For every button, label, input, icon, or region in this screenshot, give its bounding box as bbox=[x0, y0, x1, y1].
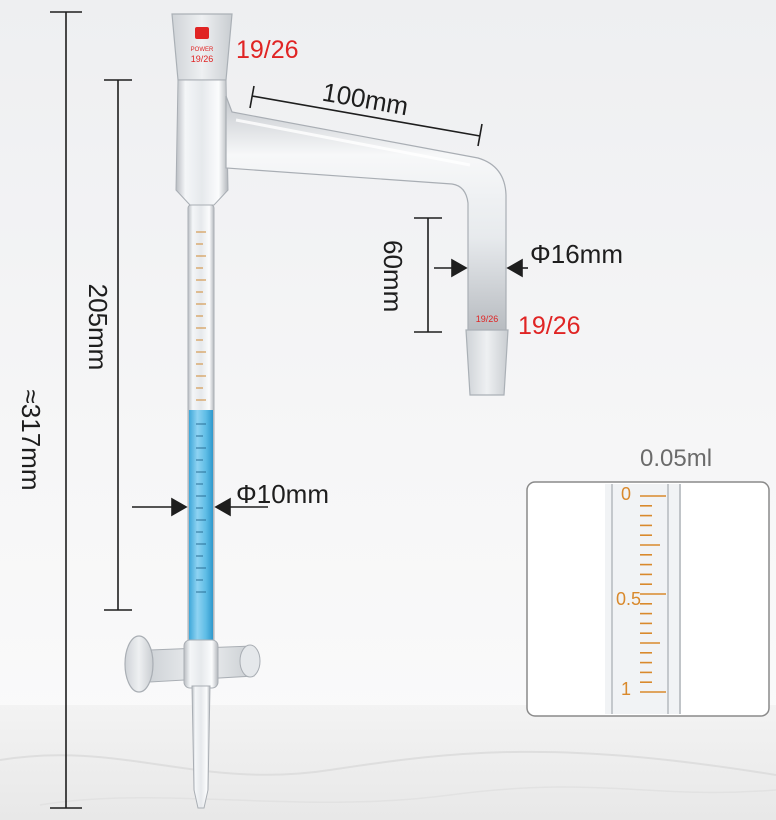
drop-height-label: 60mm bbox=[378, 240, 408, 313]
top-joint-glass-text: 19/26 bbox=[191, 54, 214, 64]
inset-scale-1: 1 bbox=[621, 679, 632, 699]
dimension-lines bbox=[50, 11, 528, 809]
graduation-label: 0.05ml bbox=[640, 445, 713, 472]
stopcock-body bbox=[183, 639, 219, 689]
inset-scale-0: 0 bbox=[621, 484, 632, 504]
arm-highlight bbox=[235, 118, 471, 167]
outlet-diameter-label: Φ16mm bbox=[530, 239, 623, 269]
brand-mark: POWER bbox=[191, 47, 214, 53]
tube-graduations bbox=[196, 231, 206, 401]
tube-diameter-label: Φ10mm bbox=[236, 479, 329, 509]
graduation-inset bbox=[526, 481, 770, 717]
joint-neck bbox=[175, 79, 229, 206]
total-height-label: ≈317mm bbox=[16, 389, 46, 491]
tube-graduations-liquid bbox=[196, 423, 206, 593]
inset-scale-0-5: 0.5 bbox=[616, 589, 642, 609]
inset-ticks bbox=[640, 495, 666, 693]
tube-length-label: 205mm bbox=[83, 283, 113, 371]
blue-liquid bbox=[189, 410, 213, 650]
brand-logo bbox=[195, 27, 209, 39]
marble-vein bbox=[0, 750, 776, 776]
bottom-joint-glass-text: 19/26 bbox=[476, 314, 499, 324]
side-arm bbox=[225, 95, 507, 333]
bottom-joint-label: 19/26 bbox=[518, 312, 581, 340]
stopcock-cap bbox=[239, 644, 261, 678]
top-joint-label: 19/26 bbox=[236, 36, 299, 64]
stopcock-handle[interactable] bbox=[124, 635, 154, 693]
bottom-joint bbox=[465, 329, 509, 396]
marble-vein bbox=[39, 786, 776, 806]
drip-tip bbox=[191, 685, 211, 809]
